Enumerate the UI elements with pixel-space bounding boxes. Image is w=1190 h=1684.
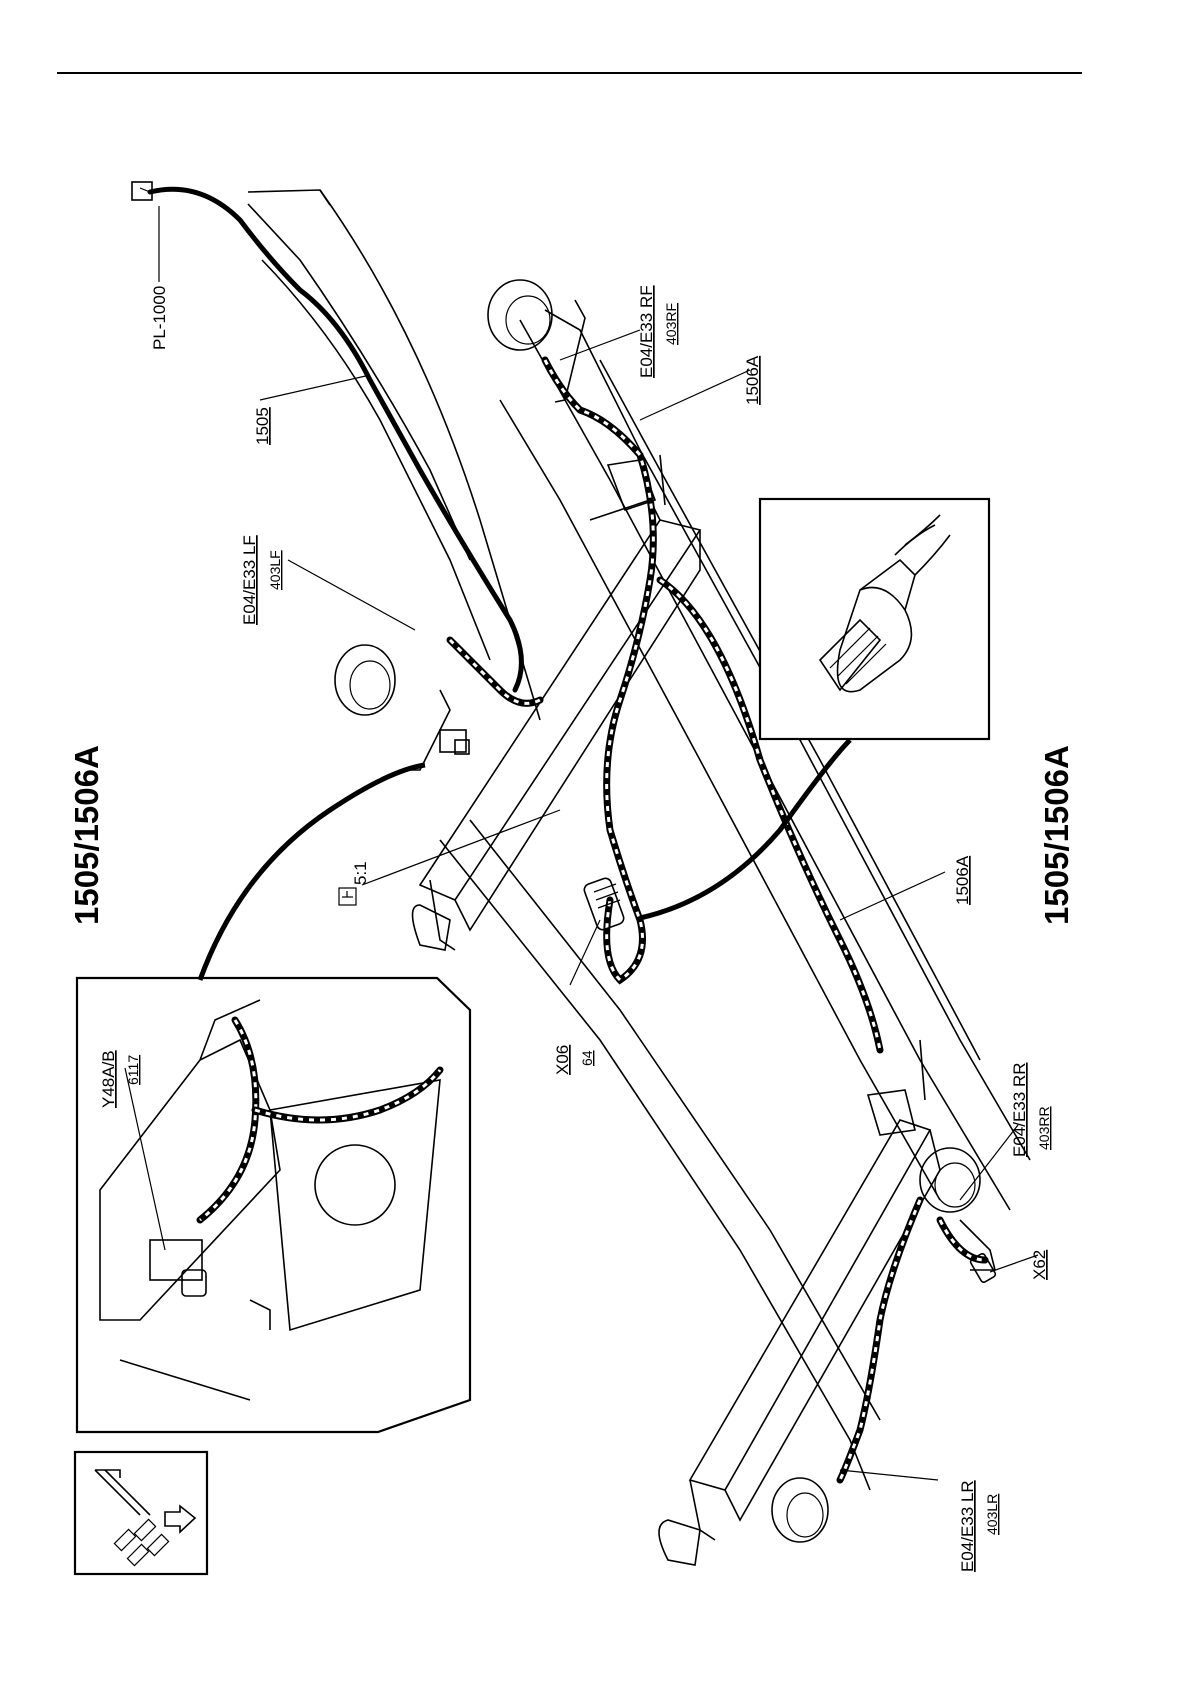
inset-connector-detail xyxy=(640,499,989,918)
label-scale-text: 5:1 xyxy=(351,861,370,885)
valve-block xyxy=(440,730,469,754)
label-1505-text: 1505 xyxy=(253,407,272,445)
label-x62: X62 xyxy=(1030,1250,1049,1280)
label-x06: X06 64 xyxy=(553,1045,595,1075)
label-lf: E04/E33 LF 403LF xyxy=(240,535,283,625)
label-rr-text: E04/E33 RR xyxy=(1010,1063,1029,1158)
label-pl1000-text: PL-1000 xyxy=(150,286,169,350)
travel-direction-icon xyxy=(75,1452,207,1574)
label-rf-sub: 403RF xyxy=(663,303,679,345)
title-right: 1505/1506A xyxy=(1038,745,1075,925)
title-right-text: 1505/1506A xyxy=(1038,745,1075,925)
label-1506a-top: 1506A xyxy=(743,355,762,405)
label-rf: E04/E33 RF 403RF xyxy=(637,285,679,378)
label-1506a-mid-text: 1506A xyxy=(953,855,972,905)
title-left: 1505/1506A xyxy=(68,745,105,925)
label-rr-sub: 403RR xyxy=(1036,1106,1052,1150)
label-pl1000: PL-1000 xyxy=(150,286,169,350)
label-lr: E04/E33 LR 403LR xyxy=(958,1480,1000,1572)
label-1506a-top-text: 1506A xyxy=(743,355,762,405)
label-rr: E04/E33 RR 403RR xyxy=(1010,1063,1052,1158)
lamp-lr xyxy=(772,1478,828,1542)
label-rf-text: E04/E33 RF xyxy=(637,285,656,378)
label-lf-text: E04/E33 LF xyxy=(240,535,259,625)
label-x06-sub: 64 xyxy=(579,1050,595,1066)
label-lr-text: E04/E33 LR xyxy=(958,1480,977,1572)
label-scale: 5:1 xyxy=(339,861,370,905)
label-x62-text: X62 xyxy=(1030,1250,1049,1280)
label-y48-sub: 6117 xyxy=(125,1055,141,1085)
harness-1505 xyxy=(132,182,521,690)
label-y48-text: Y48A/B xyxy=(99,1050,118,1108)
label-lf-sub: 403LF xyxy=(267,550,283,590)
lamp-rf xyxy=(488,280,552,350)
label-1505: 1505 xyxy=(253,407,272,445)
title-left-text: 1505/1506A xyxy=(68,745,105,925)
inset-valve-detail xyxy=(77,765,470,1432)
label-x06-text: X06 xyxy=(553,1045,572,1075)
label-lr-sub: 403LR xyxy=(984,1494,1000,1535)
label-1506a-mid: 1506A xyxy=(953,855,972,905)
lamp-lf xyxy=(335,645,395,715)
